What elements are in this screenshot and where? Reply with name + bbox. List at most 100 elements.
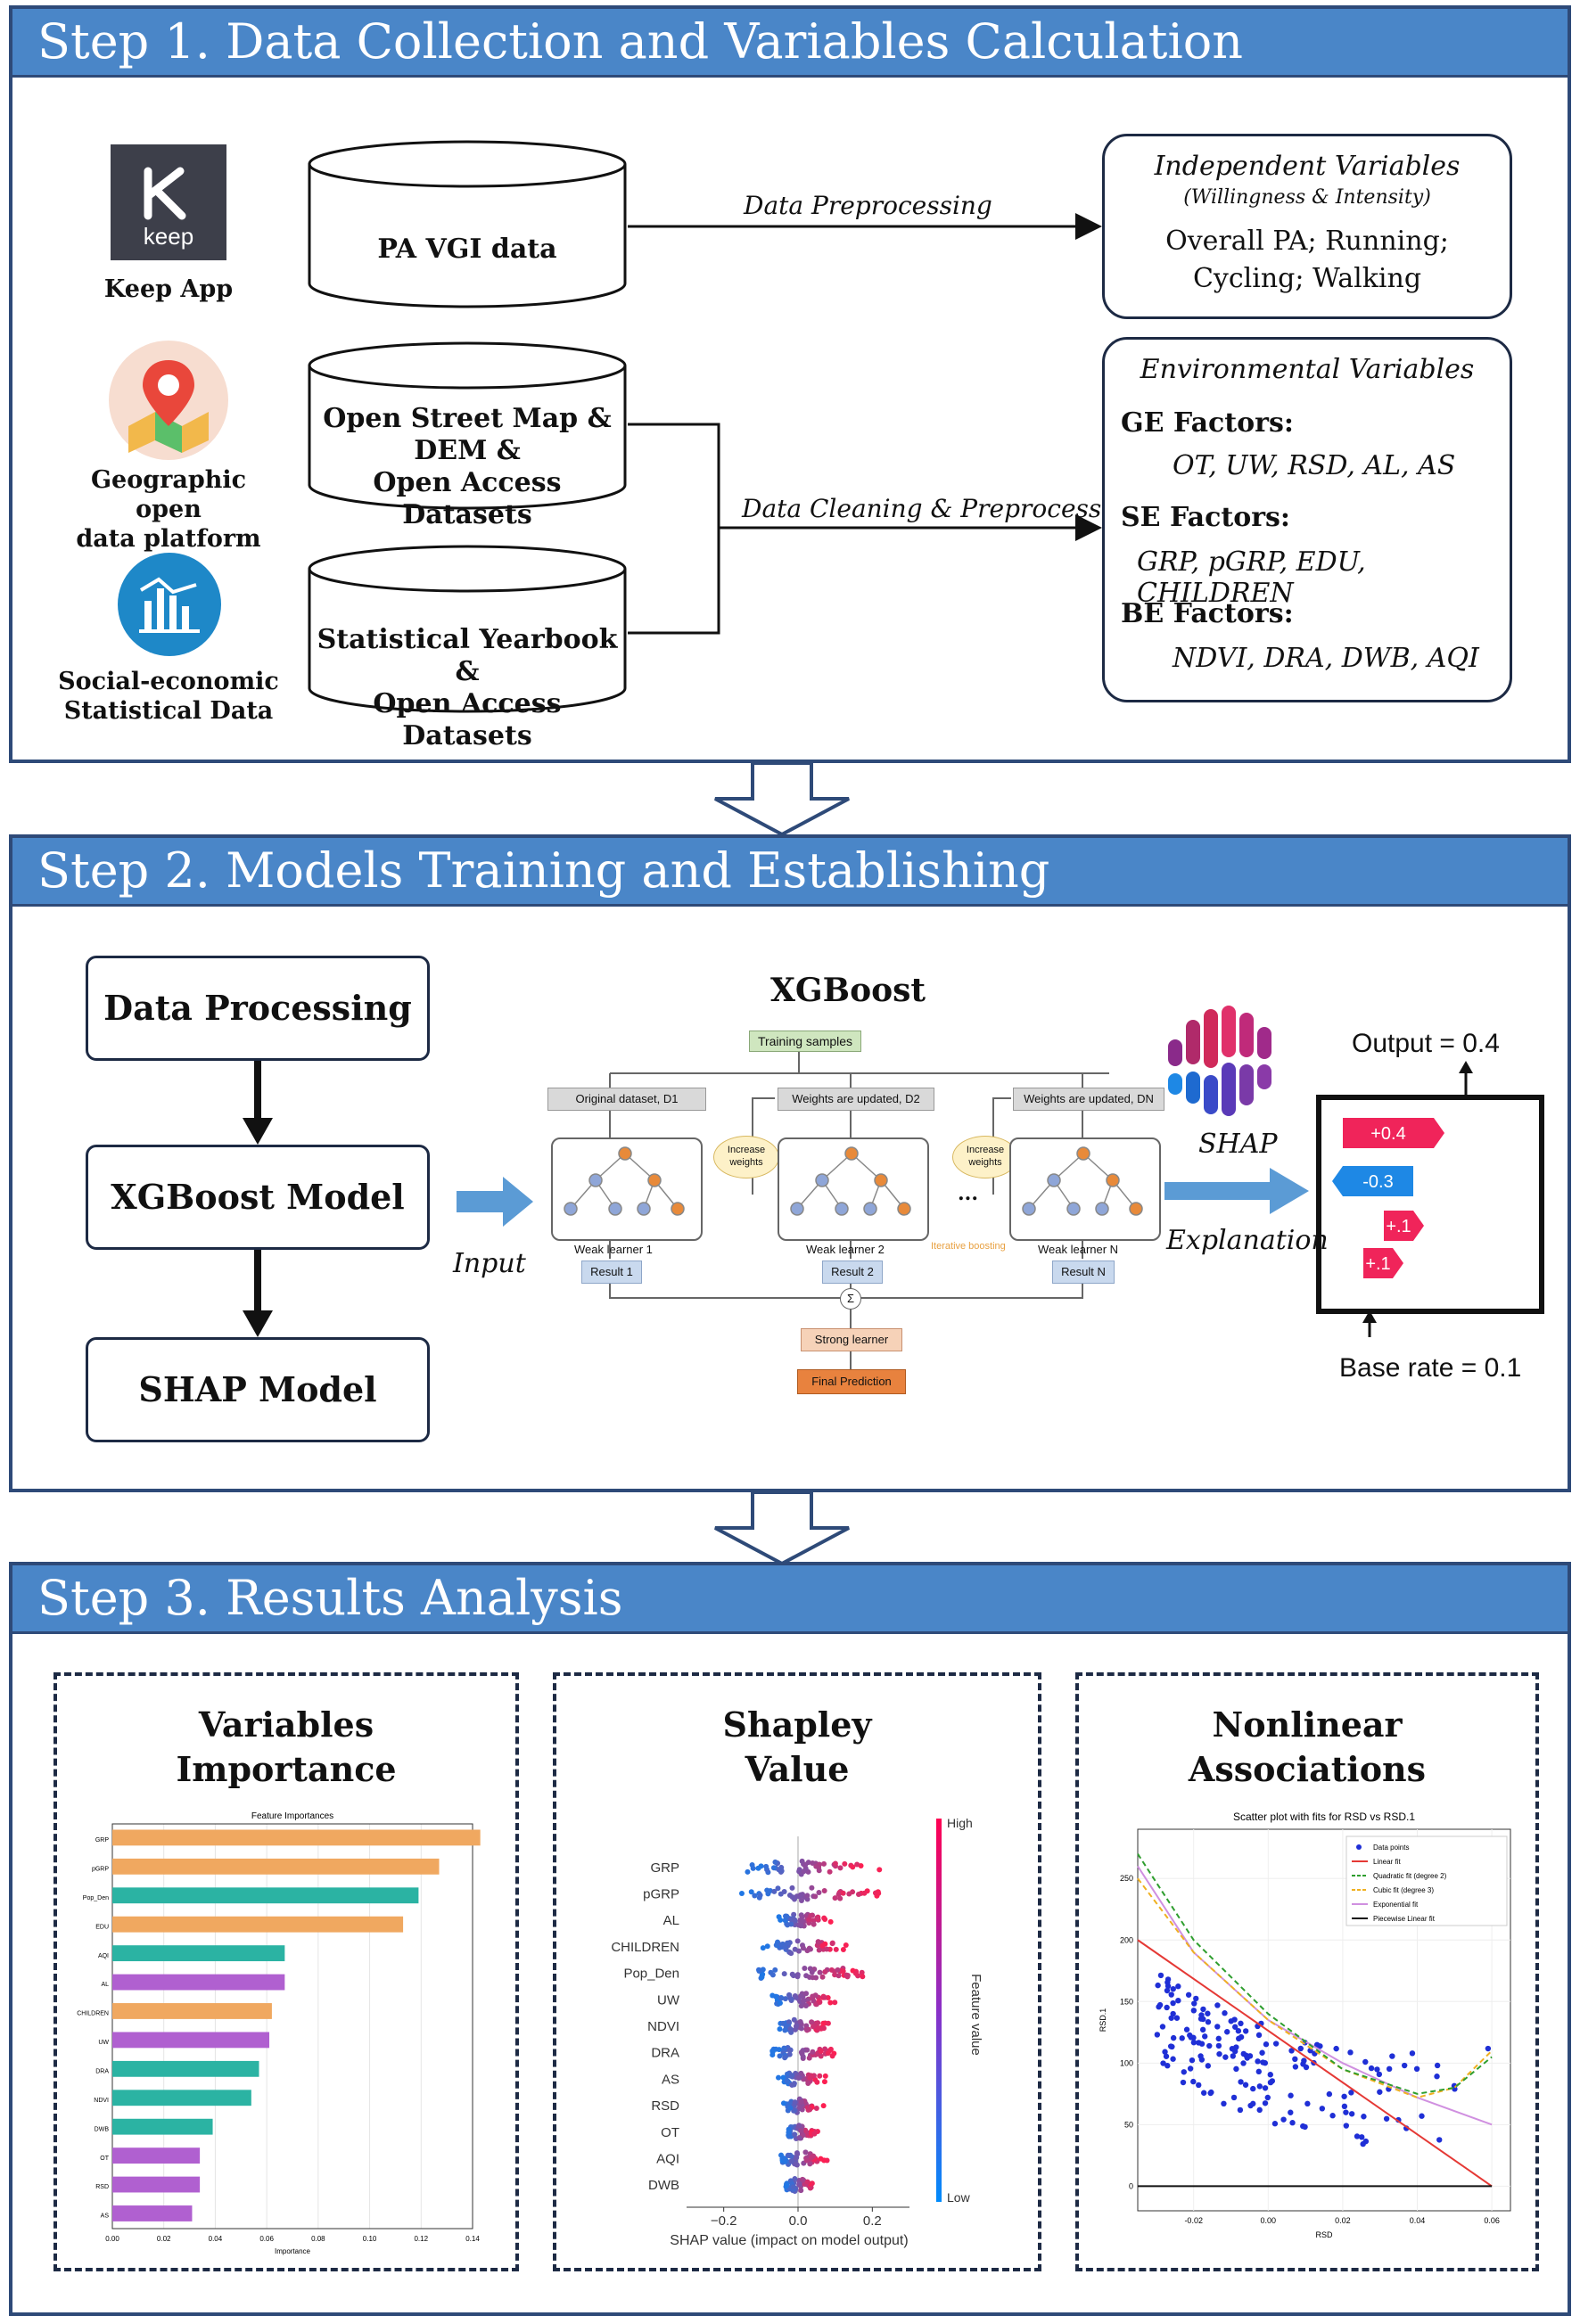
variables-importance-title: Variables Importance (176, 1704, 397, 1789)
fit-data-point (1200, 2006, 1206, 2013)
beeswarm-x-tick: −0.2 (711, 2213, 737, 2229)
fit-chart-title: Scatter plot with fits for RSD vs RSD.1 (1233, 1811, 1415, 1823)
beeswarm-point (769, 2048, 776, 2054)
fit-x-tick: -0.02 (1184, 2216, 1203, 2225)
fit-data-point (1185, 1991, 1192, 1998)
beeswarm-point (792, 1946, 798, 1952)
fit-data-point (1250, 2100, 1256, 2107)
fit-data-point (1360, 2140, 1366, 2147)
fit-data-point (1485, 2045, 1492, 2052)
importance-y-tick: RSD (95, 2184, 109, 2190)
beeswarm-point (782, 2055, 788, 2061)
se-factors-label: SE Factors: (1121, 502, 1290, 533)
beeswarm-point (777, 2026, 783, 2032)
importance-x-tick: 0.02 (157, 2235, 171, 2243)
fit-data-point (1280, 2116, 1287, 2123)
shapley-value-title: Shapley Value (722, 1704, 872, 1789)
fit-data-point (1264, 2094, 1271, 2101)
beeswarm-point (816, 1868, 822, 1874)
beeswarm-point (820, 2025, 827, 2032)
beeswarm-point (764, 1887, 770, 1893)
environmental-variables-box: Environmental Variables GE Factors: OT, … (1102, 337, 1512, 702)
beeswarm-point (782, 1996, 788, 2002)
beeswarm-point (819, 1942, 826, 1949)
fit-data-point (1199, 2026, 1206, 2033)
fit-data-point (1289, 2120, 1296, 2126)
beeswarm-point (778, 1868, 785, 1874)
beeswarm-point (782, 1918, 788, 1924)
beeswarm-point (808, 1913, 814, 1919)
beeswarm-point (788, 1921, 794, 1927)
beeswarm-point (806, 2055, 812, 2061)
dataset-label-pa-vgi: PA VGI data (377, 234, 557, 265)
weak-learner-n-label: Weak learner N (1038, 1243, 1119, 1256)
fit-data-point (1343, 2123, 1350, 2129)
beeswarm-point (855, 1891, 861, 1897)
beeswarm-point (827, 2000, 834, 2006)
beeswarm-point (789, 1885, 795, 1891)
beeswarm-point (775, 1885, 781, 1892)
importance-bar (112, 1829, 481, 1846)
fit-y-tick: 0 (1129, 2181, 1133, 2190)
fit-data-point (1262, 2100, 1269, 2106)
beeswarm-point (792, 1917, 798, 1923)
fit-data-point (1389, 2053, 1395, 2059)
xgboost-title: XGBoost (770, 972, 926, 1009)
waterfall-bar (1343, 1118, 1444, 1148)
beeswarm-point (876, 1867, 883, 1873)
fit-data-point (1409, 2050, 1416, 2057)
fit-data-point (1377, 2089, 1383, 2095)
beeswarm-point (796, 2074, 802, 2081)
beeswarm-point (803, 2026, 810, 2032)
beeswarm-point (772, 1859, 778, 1865)
result-n-box: Result N (1052, 1261, 1115, 1284)
weights-updated-d2-box: Weights are updated, D2 (778, 1088, 934, 1111)
beeswarm-point (822, 2046, 828, 2052)
beeswarm-point (816, 1947, 822, 1953)
beeswarm-point (749, 1861, 755, 1868)
beeswarm-point (797, 2019, 803, 2025)
beeswarm-feature-label: OT (661, 2125, 679, 2140)
fit-data-point (1333, 2045, 1339, 2052)
fit-data-point (1419, 2113, 1425, 2119)
beeswarm-point (786, 2051, 793, 2057)
beeswarm-point (752, 1893, 758, 1899)
fit-data-point (1413, 2065, 1420, 2073)
importance-bar (112, 1916, 404, 1933)
beeswarm-point (804, 2047, 811, 2053)
beeswarm-point (784, 2078, 790, 2084)
weak-learner-1-label: Weak learner 1 (574, 1243, 653, 1256)
nonlinear-associations-panel: Nonlinear Associations Scatter plot with… (1075, 1672, 1539, 2271)
importance-y-tick: GRP (95, 1837, 110, 1844)
waterfall-base-label: Base rate = 0.1 (1339, 1353, 1522, 1383)
beeswarm-point (798, 2128, 804, 2134)
beeswarm-point (793, 2155, 799, 2161)
fit-data-point (1348, 2111, 1355, 2117)
fit-data-point (1160, 2060, 1166, 2066)
beeswarm-point (802, 1965, 808, 1971)
beeswarm-point (835, 1967, 841, 1973)
beeswarm-point (784, 2071, 790, 2077)
waterfall-bars: +0.4-0.3+.1+.1 (1332, 1118, 1444, 1278)
beeswarm-point (759, 1974, 765, 1980)
beeswarm-point (798, 2098, 804, 2105)
beeswarm-colorbar-low: Low (947, 2190, 971, 2205)
beeswarm-point (790, 1973, 796, 1979)
waterfall-bar-label: -0.3 (1362, 1172, 1393, 1192)
importance-bar (112, 2032, 270, 2049)
fit-data-point (1170, 1985, 1176, 1992)
dataset-label-osm: Open Street Map & DEM & Open Access Data… (323, 403, 612, 530)
independent-title: Independent Variables (1154, 151, 1461, 182)
fit-data-point (1170, 2056, 1176, 2062)
importance-chart-title: Feature Importances (251, 1811, 333, 1821)
beeswarm-point (827, 2046, 834, 2052)
beeswarm-point (798, 2188, 804, 2194)
be-factors-label: BE Factors: (1121, 598, 1294, 629)
result-1-box: Result 1 (581, 1261, 642, 1284)
fit-axes-frame (1137, 1828, 1511, 2212)
beeswarm-point (776, 2074, 782, 2081)
fit-data-point (1297, 2045, 1304, 2052)
down-arrow-step1-step2 (714, 763, 850, 836)
source-label-geo: Geographic open data platform (76, 466, 261, 553)
